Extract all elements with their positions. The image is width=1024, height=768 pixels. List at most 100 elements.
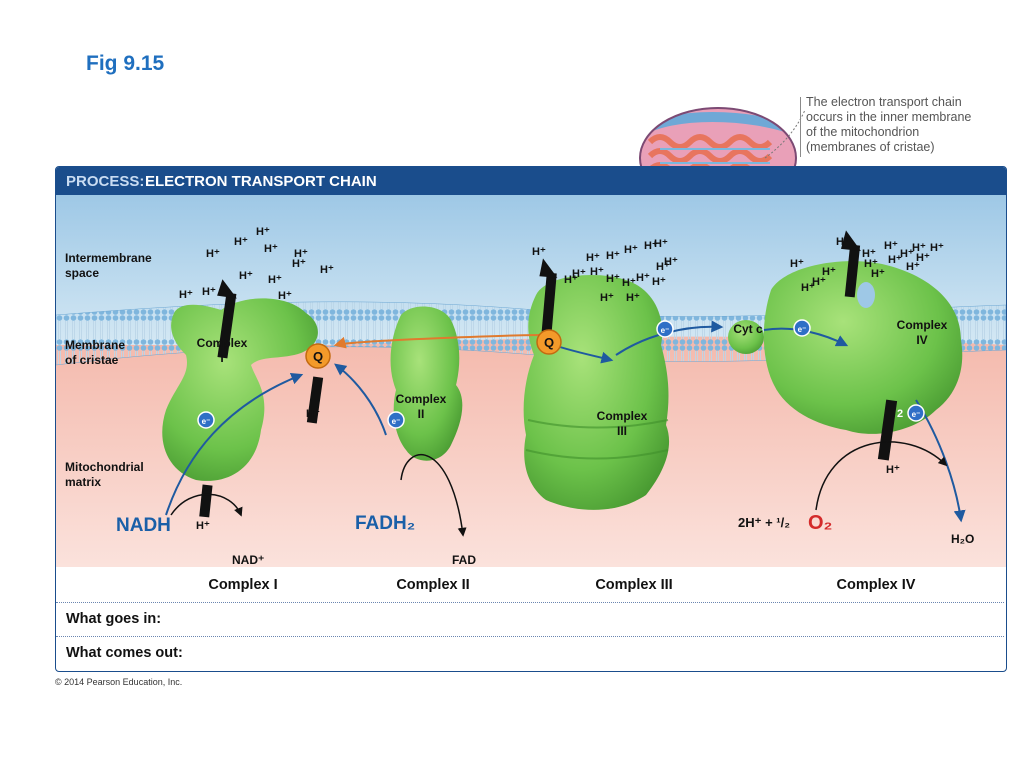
oxygen-reactants-label: 2H⁺ + ¹/₂: [738, 515, 790, 530]
complex-i-label: Complex: [197, 336, 248, 350]
hplus-label: H⁺: [888, 254, 902, 266]
cytochrome-c-protein: [728, 320, 764, 354]
hplus-label: H⁺: [930, 242, 944, 254]
hplus-label: H⁺: [256, 226, 270, 238]
h2o-label: H₂O: [951, 532, 974, 546]
hplus-label: H⁺: [656, 261, 670, 273]
svg-text:e⁻: e⁻: [661, 326, 670, 335]
electron-marker: e⁻: [656, 320, 674, 338]
callout-line: (membranes of cristae): [806, 140, 935, 154]
complex-ii-protein: [390, 306, 463, 461]
figure-title: Fig 9.15: [86, 52, 165, 75]
hplus-label: H⁺: [622, 277, 636, 289]
column-label-complex-iv: Complex IV: [836, 577, 916, 593]
hplus-label: H⁺: [636, 272, 650, 284]
intermembrane-label: Intermembrane: [65, 251, 152, 265]
callout-line: of the mitochondrion: [806, 125, 920, 139]
hplus-label: H⁺: [652, 276, 666, 288]
o2-label: O₂: [808, 512, 832, 534]
etc-diagram: Q Q e⁻ e⁻ e⁻ e⁻ 2 e⁻ Intermembrane space…: [56, 195, 1006, 567]
hplus-label: H⁺: [606, 273, 620, 285]
hplus-label: H⁺: [239, 270, 253, 282]
ubiquinone-q-marker: [536, 329, 562, 355]
hplus-label: H⁺: [268, 274, 282, 286]
hplus-label: H⁺: [564, 274, 578, 286]
copyright-notice: © 2014 Pearson Education, Inc.: [55, 677, 183, 687]
electron-marker: e⁻: [793, 319, 811, 337]
ubiquinone-q-marker: [305, 343, 331, 369]
hplus-label: H⁺: [790, 258, 804, 270]
callout-bar: [800, 97, 801, 157]
hplus-label: H⁺: [234, 236, 248, 248]
membrane-label: Membrane: [65, 338, 125, 352]
complex-iv-label: Complex: [897, 318, 948, 332]
panel-header-keyword: PROCESS:: [66, 173, 145, 190]
q-label: Q: [544, 335, 554, 350]
hplus-label: H⁺: [900, 248, 914, 260]
hplus-label: H⁺: [294, 248, 308, 260]
fadh2-label: FADH₂: [355, 513, 415, 534]
hplus-label: H⁺: [264, 243, 278, 255]
row-divider: [56, 636, 1004, 637]
intermembrane-label: space: [65, 266, 99, 280]
electron-marker: e⁻: [907, 404, 925, 422]
panel-header: PROCESS: ELECTRON TRANSPORT CHAIN: [56, 167, 1006, 195]
row-divider: [56, 602, 1004, 603]
hplus-label: H⁺: [532, 246, 546, 258]
hplus-label: H⁺: [572, 268, 586, 280]
complex-i-protein: [162, 298, 318, 481]
complex-ii-label: II: [418, 407, 425, 421]
nad-label: NAD⁺: [232, 553, 264, 567]
callout-text: The electron transport chain occurs in t…: [806, 95, 1016, 155]
svg-text:e⁻: e⁻: [392, 417, 401, 426]
hplus-label: H⁺: [590, 266, 604, 278]
hplus-label: H⁺: [196, 520, 210, 532]
hplus-label: H⁺: [278, 290, 292, 302]
column-label-complex-ii: Complex II: [396, 577, 470, 593]
hplus-label: H⁺: [884, 240, 898, 252]
complex-i-label: I: [220, 351, 223, 365]
hplus-label: H⁺: [864, 258, 878, 270]
hplus-label: H⁺: [206, 248, 220, 260]
row-label-comes-out: What comes out:: [66, 645, 183, 661]
complex-iii-label: Complex: [597, 409, 648, 423]
hplus-label: H⁺: [801, 282, 815, 294]
q-label: Q: [313, 349, 323, 364]
hplus-labels: H⁺H⁺H⁺H⁺H⁺H⁺H⁺H⁺H⁺H⁺H⁺H⁺H⁺H⁺H⁺H⁺H⁺H⁺H⁺H⁺…: [179, 226, 944, 304]
hplus-label: H⁺: [306, 408, 320, 420]
panel-header-title: ELECTRON TRANSPORT CHAIN: [145, 173, 377, 190]
hplus-label: H⁺: [836, 236, 850, 248]
hplus-label: H⁺: [916, 252, 930, 264]
nadh-label: NADH: [116, 515, 171, 536]
hplus-label: H⁺: [822, 266, 836, 278]
cyt-c-label: Cyt c: [733, 322, 763, 336]
row-label-goes-in: What goes in:: [66, 611, 162, 627]
electron-marker: e⁻: [387, 411, 405, 429]
hplus-label: H⁺: [624, 244, 638, 256]
hplus-label: H⁺: [886, 464, 900, 476]
hplus-label: H⁺: [600, 292, 614, 304]
hplus-label: H⁺: [812, 276, 826, 288]
hplus-label: H⁺: [292, 258, 306, 270]
hplus-label: H⁺: [862, 248, 876, 260]
hplus-label: H⁺: [606, 250, 620, 262]
electron-marker: e⁻: [197, 411, 215, 429]
matrix-label: Mitochondrial: [65, 460, 144, 474]
hplus-label: H⁺: [664, 256, 678, 268]
complex-iii-protein: [523, 275, 670, 510]
svg-text:e⁻: e⁻: [798, 325, 807, 334]
callout-line: occurs in the inner membrane: [806, 110, 972, 124]
process-panel: PROCESS: ELECTRON TRANSPORT CHAIN: [55, 166, 1007, 672]
hplus-label: H⁺: [906, 261, 920, 273]
complex-iv-label: IV: [916, 333, 927, 347]
two-electrons-count: 2: [897, 408, 903, 420]
complex-ii-label: Complex: [396, 392, 447, 406]
matrix-label: matrix: [65, 475, 101, 489]
complex-iv-protein: [763, 261, 963, 434]
hplus-label: H⁺: [320, 264, 334, 276]
column-label-complex-iii: Complex III: [595, 577, 673, 593]
callout-line: The electron transport chain: [806, 95, 962, 109]
hplus-label: H⁺: [586, 252, 600, 264]
svg-text:e⁻: e⁻: [912, 410, 921, 419]
hplus-label: H⁺: [626, 292, 640, 304]
